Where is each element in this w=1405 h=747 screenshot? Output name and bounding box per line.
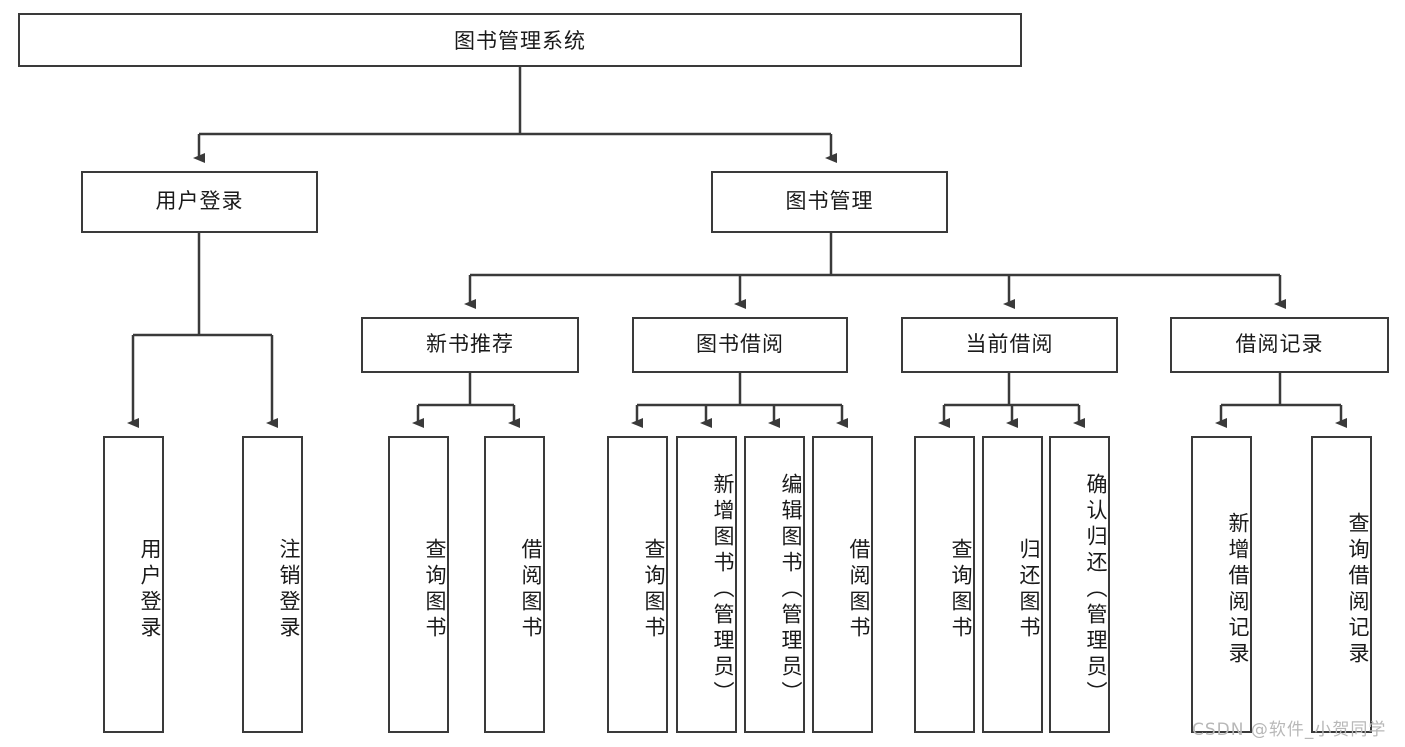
leaf-return-book-label: 归还图书 — [1017, 537, 1041, 642]
leaf-query-borrow-record-label: 查询借阅记录 — [1346, 511, 1370, 668]
node-book-borrow-label: 图书借阅 — [696, 332, 784, 357]
leaf-borrow-book-newbook-label: 借阅图书 — [519, 537, 543, 642]
leaf-user-login[interactable]: 用户登录 — [103, 436, 164, 733]
node-new-book-recommend-label: 新书推荐 — [426, 332, 514, 357]
node-root[interactable]: 图书管理系统 — [18, 13, 1022, 67]
leaf-logout[interactable]: 注销登录 — [242, 436, 303, 733]
leaf-borrow-book-newbook[interactable]: 借阅图书 — [484, 436, 545, 733]
leaf-logout-label: 注销登录 — [277, 537, 301, 642]
node-root-label: 图书管理系统 — [454, 29, 586, 53]
leaf-confirm-return-admin-label: 确认归还（管理员） — [1084, 472, 1108, 707]
leaf-add-book-admin[interactable]: 新增图书（管理员） — [676, 436, 737, 733]
node-borrow-record[interactable]: 借阅记录 — [1170, 317, 1389, 373]
leaf-query-book-newbook[interactable]: 查询图书 — [388, 436, 449, 733]
leaf-query-book-newbook-label: 查询图书 — [423, 537, 447, 642]
leaf-return-book[interactable]: 归还图书 — [982, 436, 1043, 733]
node-user-login-label: 用户登录 — [155, 189, 244, 214]
leaf-query-borrow-record[interactable]: 查询借阅记录 — [1311, 436, 1372, 733]
leaf-query-book-borrow[interactable]: 查询图书 — [607, 436, 668, 733]
leaf-query-book-current[interactable]: 查询图书 — [914, 436, 975, 733]
node-new-book-recommend[interactable]: 新书推荐 — [361, 317, 579, 373]
node-book-management[interactable]: 图书管理 — [711, 171, 948, 233]
node-user-login[interactable]: 用户登录 — [81, 171, 318, 233]
leaf-user-login-label: 用户登录 — [138, 537, 162, 642]
leaf-query-book-current-label: 查询图书 — [949, 537, 973, 642]
node-current-borrow[interactable]: 当前借阅 — [901, 317, 1118, 373]
csdn-watermark: CSDN @软件_小贺同学 — [1192, 720, 1387, 740]
node-book-management-label: 图书管理 — [785, 189, 874, 214]
leaf-edit-book-admin-label: 编辑图书（管理员） — [779, 472, 803, 707]
leaf-query-book-borrow-label: 查询图书 — [642, 537, 666, 642]
leaf-borrow-book-label: 借阅图书 — [847, 537, 871, 642]
leaf-add-borrow-record[interactable]: 新增借阅记录 — [1191, 436, 1252, 733]
leaf-add-borrow-record-label: 新增借阅记录 — [1226, 511, 1250, 668]
leaf-borrow-book[interactable]: 借阅图书 — [812, 436, 873, 733]
leaf-confirm-return-admin[interactable]: 确认归还（管理员） — [1049, 436, 1110, 733]
leaf-edit-book-admin[interactable]: 编辑图书（管理员） — [744, 436, 805, 733]
node-book-borrow[interactable]: 图书借阅 — [632, 317, 848, 373]
node-borrow-record-label: 借阅记录 — [1235, 332, 1324, 357]
node-current-borrow-label: 当前借阅 — [965, 332, 1054, 357]
leaf-add-book-admin-label: 新增图书（管理员） — [711, 472, 735, 707]
